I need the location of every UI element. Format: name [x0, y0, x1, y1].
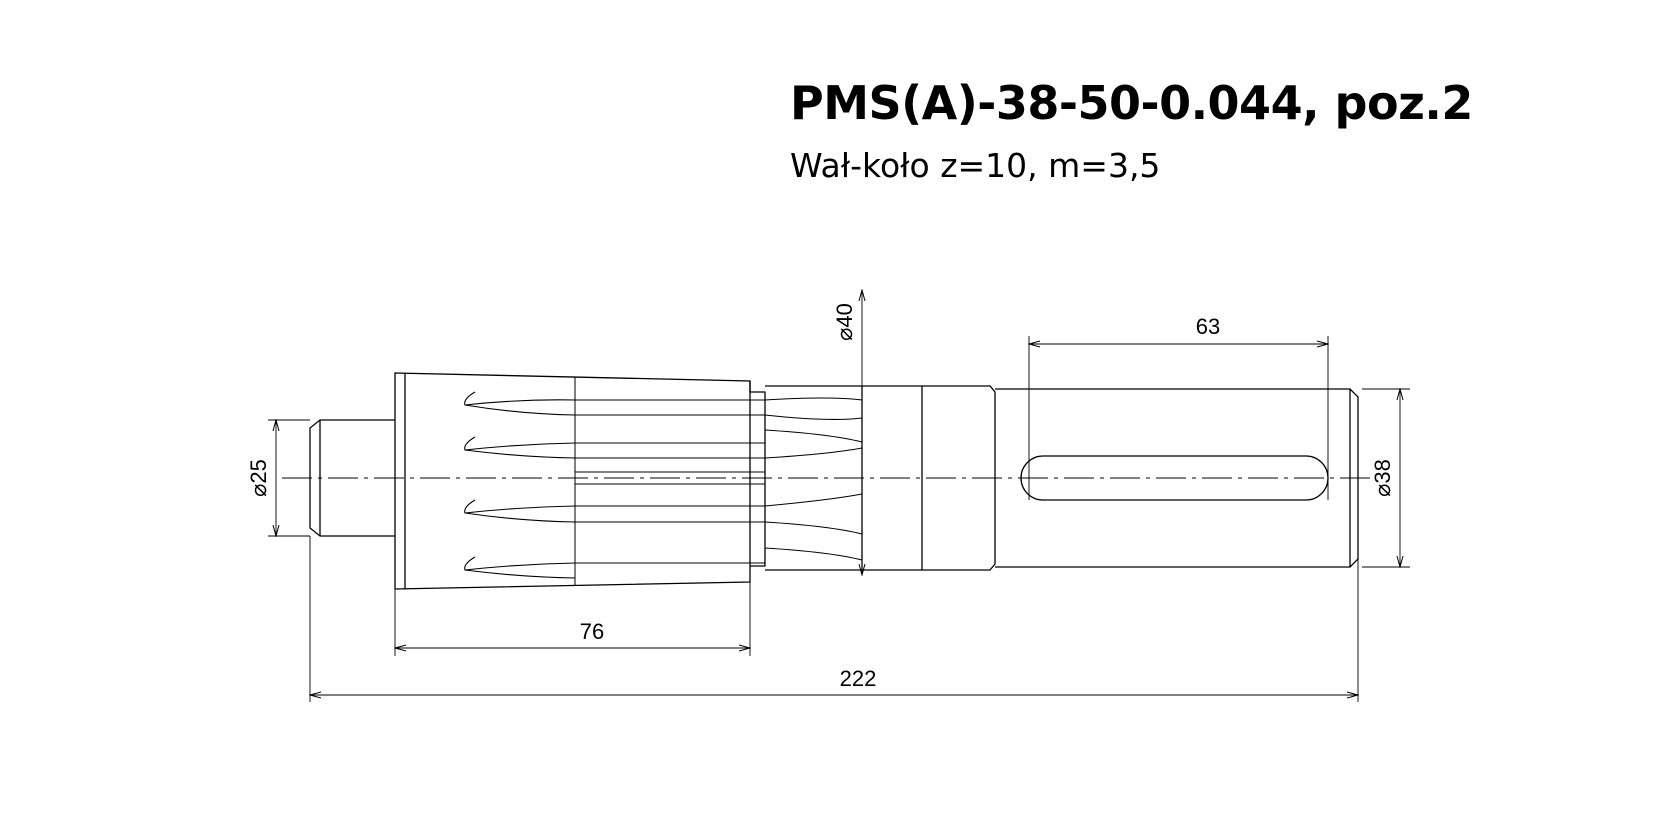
drawing-subtitle: Wał-koło z=10, m=3,5 [790, 146, 1161, 185]
main-shaft [995, 388, 1359, 568]
dim-gear-76: 76 [580, 619, 604, 644]
dim-keyway-63: 63 [1196, 314, 1220, 339]
drawing-title: PMS(A)-38-50-0.044, poz.2 [790, 76, 1473, 130]
dim-overall-222: 222 [840, 666, 877, 691]
keyway-slot [1020, 455, 1329, 501]
gear-step [749, 381, 766, 567]
shaft-collar [765, 385, 996, 571]
gear-teeth [464, 391, 863, 579]
left-journal [309, 419, 395, 537]
dim-dia-25: ⌀25 [246, 459, 271, 497]
gear-body [394, 372, 751, 590]
dim-dia-38: ⌀38 [1370, 459, 1395, 497]
dim-dia-40: ⌀40 [832, 303, 857, 341]
